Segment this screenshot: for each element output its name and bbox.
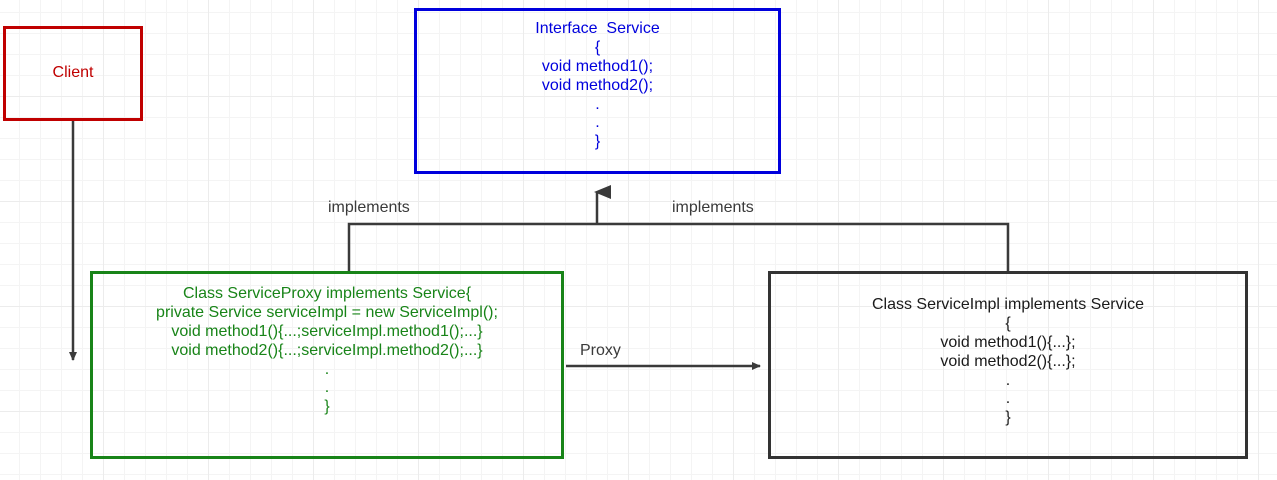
node-interface-line-6: } bbox=[594, 133, 601, 151]
node-interface-line-4: . bbox=[595, 95, 600, 113]
node-service-proxy[interactable]: Class ServiceProxy implements Service{ p… bbox=[90, 271, 564, 459]
node-impl-line-0: Class ServiceImpl implements Service bbox=[871, 296, 1145, 313]
node-interface-line-1: { bbox=[594, 38, 601, 56]
node-interface-line-3: void method2(); bbox=[541, 76, 654, 94]
node-impl-line-1: { bbox=[1005, 314, 1011, 332]
node-proxy-line-1: private Service serviceImpl = new Servic… bbox=[156, 303, 498, 321]
node-proxy-line-5: . bbox=[324, 379, 330, 397]
node-proxy-line-0: Class ServiceProxy implements Service{ bbox=[182, 285, 472, 302]
node-service-impl[interactable]: Class ServiceImpl implements Service { v… bbox=[768, 271, 1248, 459]
node-proxy-line-4: . bbox=[324, 360, 330, 378]
node-client[interactable]: Client bbox=[3, 26, 143, 121]
node-interface-line-2: void method1(); bbox=[541, 57, 654, 75]
edge-proxy-implements-interface bbox=[347, 222, 597, 271]
edge-impl-implements-interface bbox=[597, 222, 1010, 271]
node-proxy-line-3: void method2(){...;serviceImpl.method2()… bbox=[171, 341, 483, 359]
edge-label-proxy: Proxy bbox=[580, 342, 621, 359]
node-impl-line-2: void method1(){...}; bbox=[940, 333, 1076, 351]
edge-label-implements-left: implements bbox=[328, 199, 410, 216]
node-interface-service[interactable]: Interface Service { void method1(); void… bbox=[414, 8, 781, 174]
edge-label-implements-right: implements bbox=[672, 199, 754, 216]
node-client-line-0: Client bbox=[52, 64, 94, 82]
node-proxy-line-6: } bbox=[324, 398, 330, 416]
node-proxy-line-2: void method1(){...;serviceImpl.method1()… bbox=[171, 322, 483, 340]
node-impl-line-6: } bbox=[1005, 409, 1011, 427]
node-impl-line-4: . bbox=[1005, 371, 1011, 389]
node-impl-line-3: void method2(){...}; bbox=[940, 352, 1076, 370]
node-interface-line-5: . bbox=[595, 114, 600, 132]
node-impl-line-5: . bbox=[1005, 390, 1011, 408]
node-interface-line-0: Interface Service bbox=[535, 20, 660, 37]
